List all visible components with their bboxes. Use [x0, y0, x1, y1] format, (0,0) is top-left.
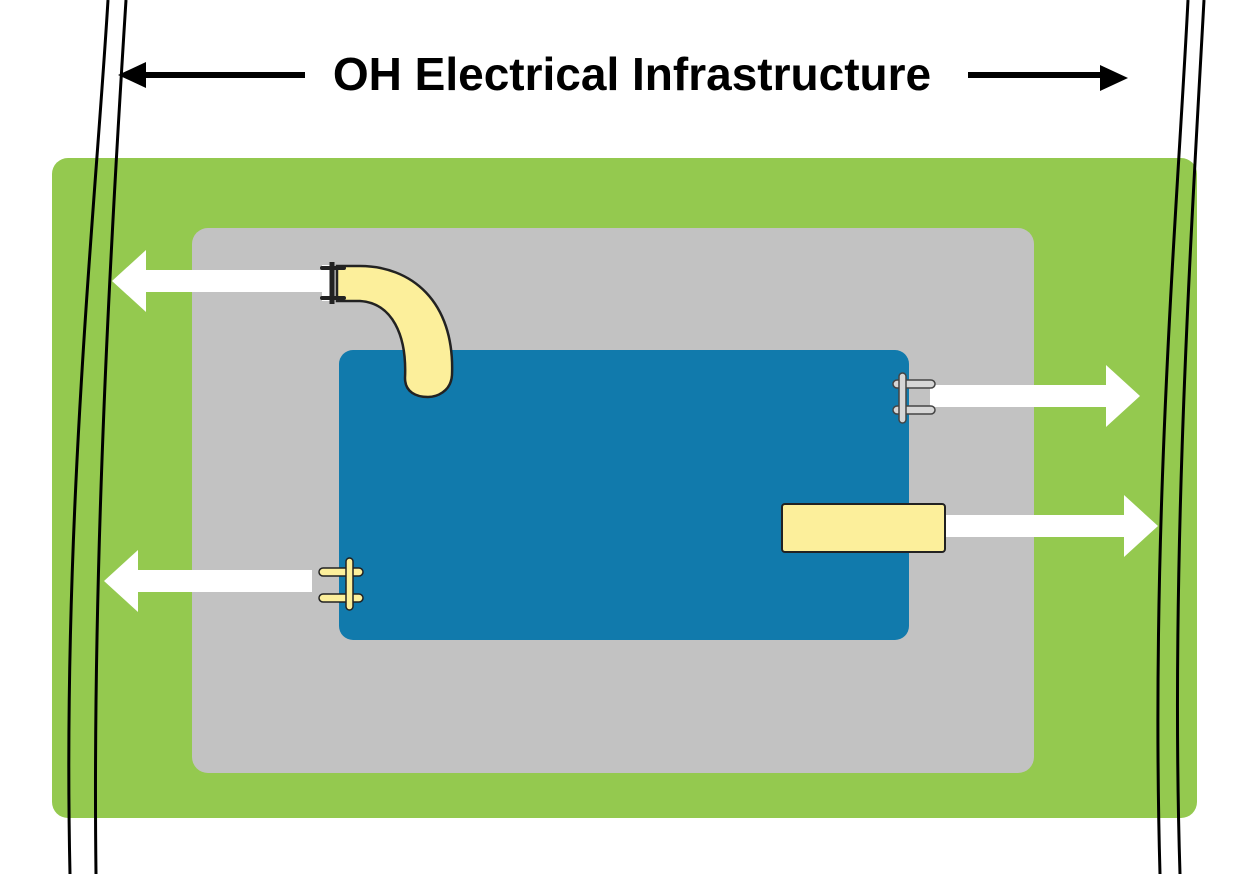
elbow-conduit-icon — [320, 262, 454, 399]
yellow-block-icon — [781, 503, 946, 553]
arrow-top-left-shaft — [140, 270, 325, 292]
title-left-arrow-head — [118, 62, 146, 88]
yellow-connector-icon — [318, 557, 364, 611]
arrow-bottom-left-head — [104, 550, 138, 612]
title-right-arrow-head — [1100, 65, 1128, 91]
arrow-top-right-head — [1106, 365, 1140, 427]
arrow-bottom-right-head — [1124, 495, 1158, 557]
inner-block — [339, 350, 909, 640]
diagram-title: OH Electrical Infrastructure — [333, 48, 931, 100]
right-boundary-line-inner — [1175, 0, 1206, 874]
arrow-bottom-right-shaft — [946, 515, 1126, 537]
right-boundary-line-outer — [1156, 0, 1190, 874]
arrow-bottom-left-shaft — [132, 570, 312, 592]
grey-connector-icon — [892, 372, 936, 424]
left-boundary-line-inner — [93, 0, 128, 874]
left-boundary-line-outer — [67, 0, 110, 874]
arrow-top-right-shaft — [930, 385, 1108, 407]
arrow-top-left-head — [112, 250, 146, 312]
